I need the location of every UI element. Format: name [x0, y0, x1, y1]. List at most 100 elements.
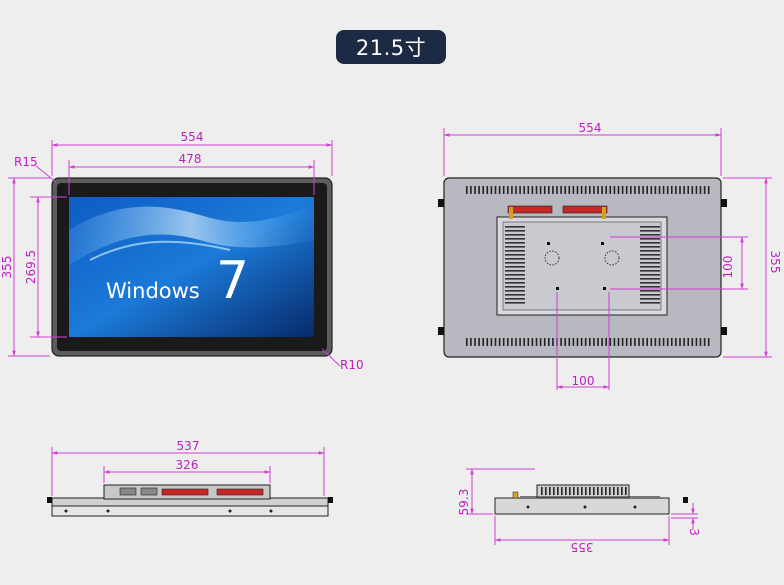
- side-fins: [541, 487, 627, 495]
- vent-slot: [634, 338, 636, 346]
- vent-slot: [564, 338, 566, 346]
- vent-slot: [507, 186, 509, 194]
- vent-slot: [675, 338, 677, 346]
- vent-slot: [617, 338, 620, 346]
- vent-slot: [568, 338, 571, 346]
- vent-slot: [695, 338, 698, 346]
- vent-slot: [695, 186, 698, 194]
- vent-slot: [683, 338, 685, 346]
- rear-rail-right: [562, 205, 608, 214]
- vent-slot: [640, 246, 660, 248]
- vent-slot: [621, 338, 624, 346]
- vent-slot: [466, 186, 468, 194]
- vent-slot: [580, 186, 583, 194]
- vent-slot: [597, 487, 599, 495]
- rear-vents-bottom: [466, 338, 710, 346]
- front-width-screen-label: 478: [179, 152, 202, 166]
- vent-slot: [703, 186, 706, 194]
- vent-slot: [601, 338, 603, 346]
- vent-slot: [543, 338, 546, 346]
- vent-slot: [707, 338, 710, 346]
- vent-slot: [630, 186, 632, 194]
- vent-slot: [613, 338, 616, 346]
- vent-slot: [609, 186, 612, 194]
- vent-slot: [505, 290, 525, 292]
- vent-slot: [531, 338, 534, 346]
- vent-slot: [617, 186, 620, 194]
- vent-slot: [560, 186, 562, 194]
- vent-slot: [515, 186, 517, 194]
- vent-slot: [507, 338, 509, 346]
- vent-slot: [640, 234, 660, 236]
- vent-slot: [654, 338, 657, 346]
- vent-slot: [646, 186, 648, 194]
- corner-inner-label: R10: [340, 358, 364, 372]
- vent-slot: [505, 302, 525, 304]
- vent-slot: [662, 186, 665, 194]
- vent-slot: [609, 487, 611, 495]
- vent-slot: [640, 286, 660, 288]
- top-rail-left: [161, 488, 209, 496]
- vent-slot: [552, 338, 554, 346]
- side-box: [536, 484, 630, 498]
- vent-slot: [535, 338, 538, 346]
- vent-slot: [470, 186, 472, 194]
- rear-view: 554 355 100 100: [438, 121, 782, 390]
- front-width-outer-label: 554: [181, 130, 204, 144]
- vent-slot: [691, 186, 694, 194]
- vent-slot: [621, 487, 623, 495]
- vent-slot: [576, 338, 579, 346]
- vent-slot: [640, 230, 660, 232]
- vent-slot: [505, 234, 525, 236]
- vent-slot: [505, 226, 525, 228]
- vent-slot: [605, 338, 607, 346]
- vent-slot: [640, 282, 660, 284]
- vent-slot: [478, 186, 480, 194]
- vent-slot: [511, 186, 513, 194]
- vent-slot: [666, 338, 669, 346]
- vent-slot: [549, 487, 551, 495]
- vent-slot: [581, 487, 583, 495]
- vent-slot: [505, 286, 525, 288]
- vent-slot: [572, 338, 575, 346]
- vent-slot: [707, 186, 710, 194]
- rear-vents-top: [466, 186, 710, 194]
- vent-slot: [486, 338, 489, 346]
- vent-slot: [589, 186, 591, 194]
- vent-slot: [625, 186, 628, 194]
- vent-slot: [486, 186, 489, 194]
- vent-slot: [691, 338, 694, 346]
- vent-slot: [640, 278, 660, 280]
- vent-slot: [505, 262, 525, 264]
- vent-slot: [573, 487, 575, 495]
- vent-slot: [683, 186, 685, 194]
- vent-slot: [505, 238, 525, 240]
- vent-slot: [584, 186, 587, 194]
- vent-slot: [589, 487, 591, 495]
- title-badge: 21.5寸: [336, 30, 446, 64]
- vent-slot: [699, 338, 702, 346]
- vent-slot: [474, 338, 476, 346]
- vent-slot: [505, 254, 525, 256]
- vent-slot: [640, 242, 660, 244]
- vent-slot: [494, 186, 497, 194]
- rear-vesa-v-label: 100: [721, 256, 735, 279]
- vent-slot: [505, 270, 525, 272]
- side-thickness-label: 3: [687, 528, 701, 536]
- vent-slot: [568, 186, 571, 194]
- vent-slot: [640, 262, 660, 264]
- vent-slot: [638, 186, 640, 194]
- corner-outer-label: R15: [14, 155, 38, 169]
- vent-slot: [576, 186, 579, 194]
- vent-slot: [625, 338, 628, 346]
- vent-slot: [523, 186, 525, 194]
- vent-slot: [474, 186, 476, 194]
- vent-slot: [539, 186, 542, 194]
- vent-slot: [548, 338, 550, 346]
- side-height-label: 355: [571, 540, 594, 554]
- vent-slot: [585, 487, 587, 495]
- vent-slot: [634, 186, 636, 194]
- vent-slot: [640, 298, 660, 300]
- vent-slot: [490, 186, 493, 194]
- vent-slot: [640, 294, 660, 296]
